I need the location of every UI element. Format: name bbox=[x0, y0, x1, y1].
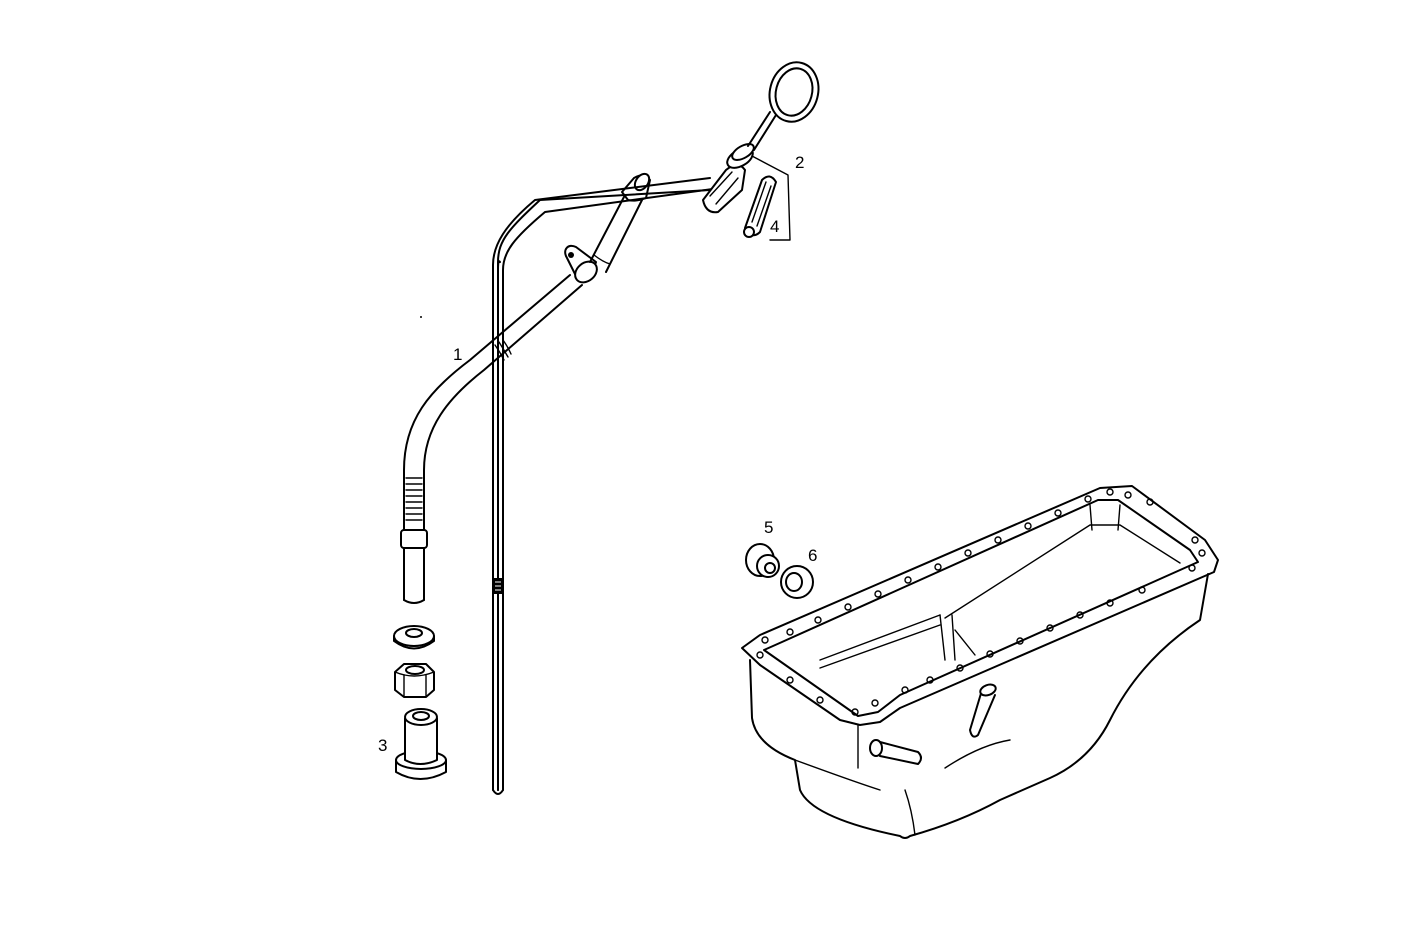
adapter-fitting bbox=[395, 708, 447, 780]
dipstick-seal bbox=[743, 175, 777, 238]
callout-bracket-2-4 bbox=[751, 155, 791, 241]
stray-dot bbox=[420, 316, 422, 318]
guide-tube bbox=[400, 172, 651, 604]
callout-1: 1 bbox=[453, 345, 463, 364]
callout-2: 2 bbox=[795, 153, 805, 172]
drain-plug bbox=[745, 543, 780, 578]
hex-nut bbox=[394, 663, 435, 698]
dipstick bbox=[492, 61, 820, 795]
callout-5: 5 bbox=[764, 518, 774, 537]
washer bbox=[393, 625, 435, 650]
seal-ring bbox=[780, 565, 814, 599]
oil-sump bbox=[741, 485, 1219, 839]
callout-4: 4 bbox=[770, 217, 780, 236]
callout-3: 3 bbox=[378, 736, 388, 755]
callout-6: 6 bbox=[808, 546, 818, 565]
